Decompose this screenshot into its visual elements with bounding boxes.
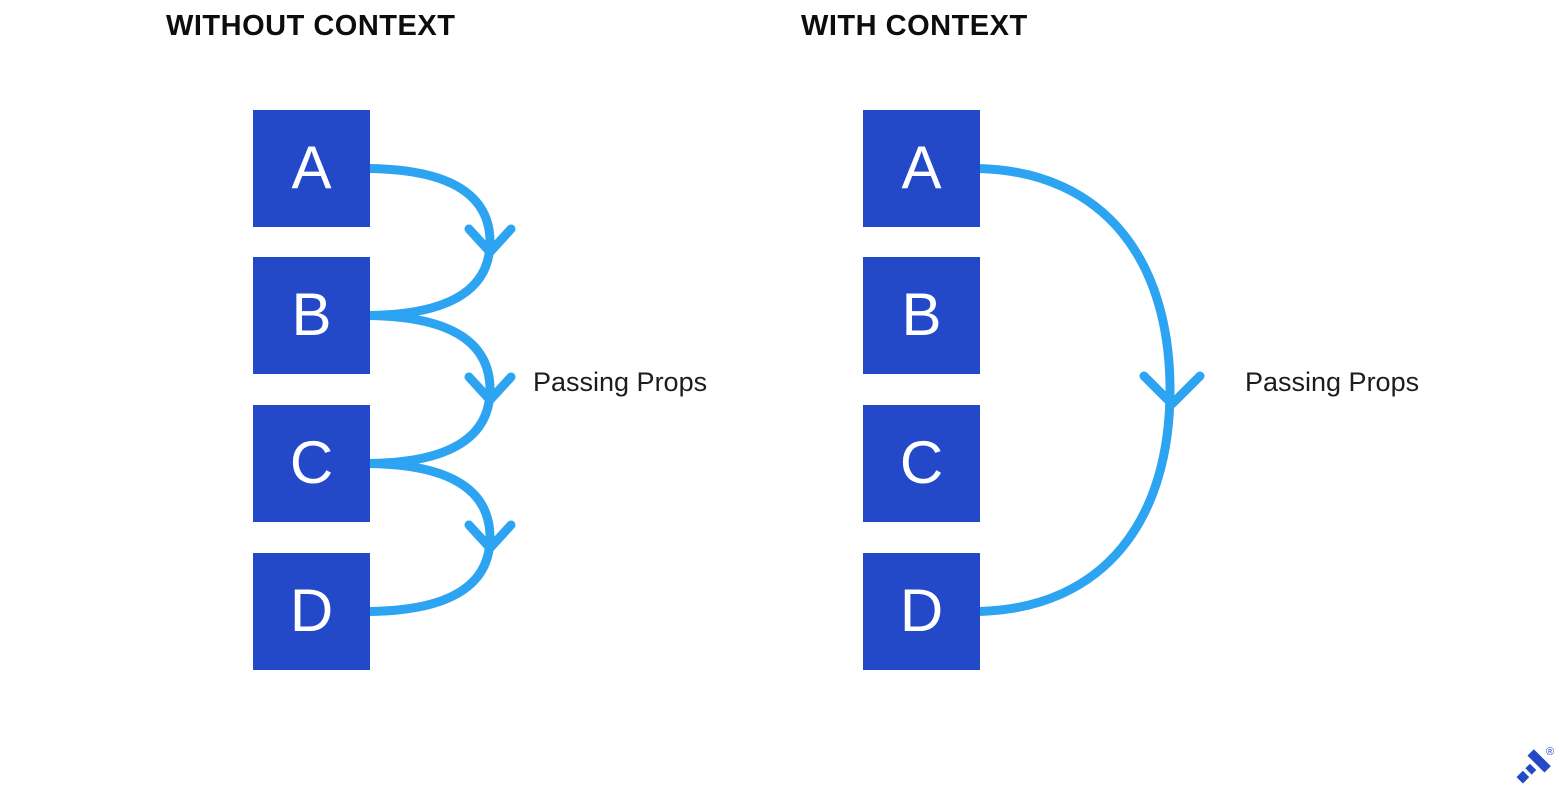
arrowhead-a-to-b (464, 224, 516, 257)
component-box-d-left: D (253, 553, 370, 670)
with-context-title: WITH CONTEXT (801, 10, 1028, 42)
component-box-b-right: B (863, 257, 980, 374)
component-letter: A (901, 133, 942, 201)
component-letter: B (901, 280, 942, 348)
registered-trademark: ® (1546, 746, 1555, 758)
without-context-title: WITHOUT CONTEXT (166, 10, 456, 42)
component-letter: D (899, 576, 944, 644)
component-box-a-left: A (253, 110, 370, 227)
component-letter: C (289, 428, 334, 496)
arrow-c-to-d (364, 459, 495, 616)
arrow-a-to-d (974, 164, 1175, 616)
component-letter: A (291, 133, 332, 201)
arrow-a-to-b (364, 164, 495, 320)
component-letter: C (899, 428, 944, 496)
component-box-b-left: B (253, 257, 370, 374)
toptal-logo-icon (1516, 749, 1551, 784)
passing-props-label-left: Passing Props (533, 367, 708, 397)
arrowhead-b-to-c (464, 372, 516, 405)
arrowhead-c-to-d (464, 520, 516, 553)
component-box-c-right: C (863, 405, 980, 522)
component-letter: D (289, 576, 334, 644)
arrow-b-to-c (364, 311, 495, 468)
component-box-d-right: D (863, 553, 980, 670)
component-box-a-right: A (863, 110, 980, 227)
brand-logo-area: ® (1512, 746, 1558, 792)
passing-props-label-right: Passing Props (1245, 367, 1420, 397)
component-box-c-left: C (253, 405, 370, 522)
component-letter: B (291, 280, 332, 348)
arrowhead-a-to-d (1139, 371, 1205, 409)
